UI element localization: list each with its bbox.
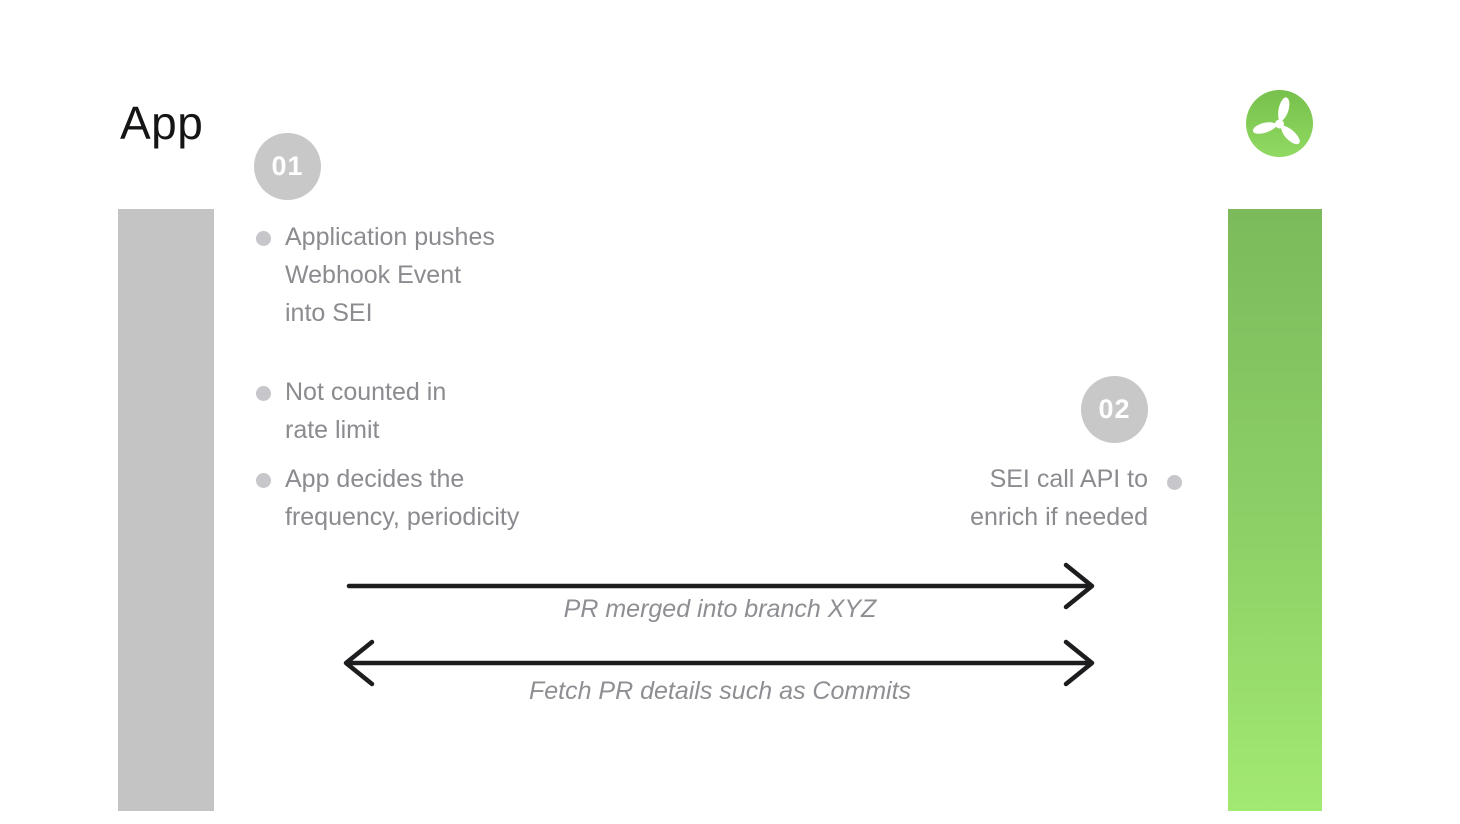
- sei-note: SEI call API to enrich if needed: [970, 460, 1148, 536]
- step-badge-02-label: 02: [1098, 394, 1131, 424]
- arrow-double-icon: [343, 639, 1095, 687]
- list-item: Not counted in rate limit: [256, 373, 446, 449]
- step-badge-01-label: 01: [271, 151, 304, 181]
- list-item-text: Application pushes Webhook Event into SE…: [285, 223, 495, 327]
- app-column-bar: [118, 209, 214, 811]
- sei-note-text: SEI call API to enrich if needed: [970, 465, 1148, 531]
- step-badge-01: 01: [254, 133, 321, 200]
- bullet-dot-icon: [256, 386, 271, 401]
- list-item-text: App decides the frequency, periodicity: [285, 465, 520, 531]
- propeller-icon: [1246, 90, 1313, 157]
- list-item-text: Not counted in rate limit: [285, 378, 447, 444]
- arrow-right-icon: [346, 562, 1095, 610]
- step-badge-02: 02: [1081, 376, 1148, 443]
- list-item: Application pushes Webhook Event into SE…: [256, 218, 495, 332]
- list-item: App decides the frequency, periodicity: [256, 460, 519, 536]
- arrow-backward-label: Fetch PR details such as Commits: [528, 677, 912, 705]
- arrow-forward-label: PR merged into branch XYZ: [563, 595, 877, 623]
- bullet-dot-icon: [1167, 475, 1182, 490]
- bullet-dot-icon: [256, 473, 271, 488]
- bullet-dot-icon: [256, 231, 271, 246]
- page-title: App: [120, 97, 204, 149]
- sei-column-bar: [1228, 209, 1322, 811]
